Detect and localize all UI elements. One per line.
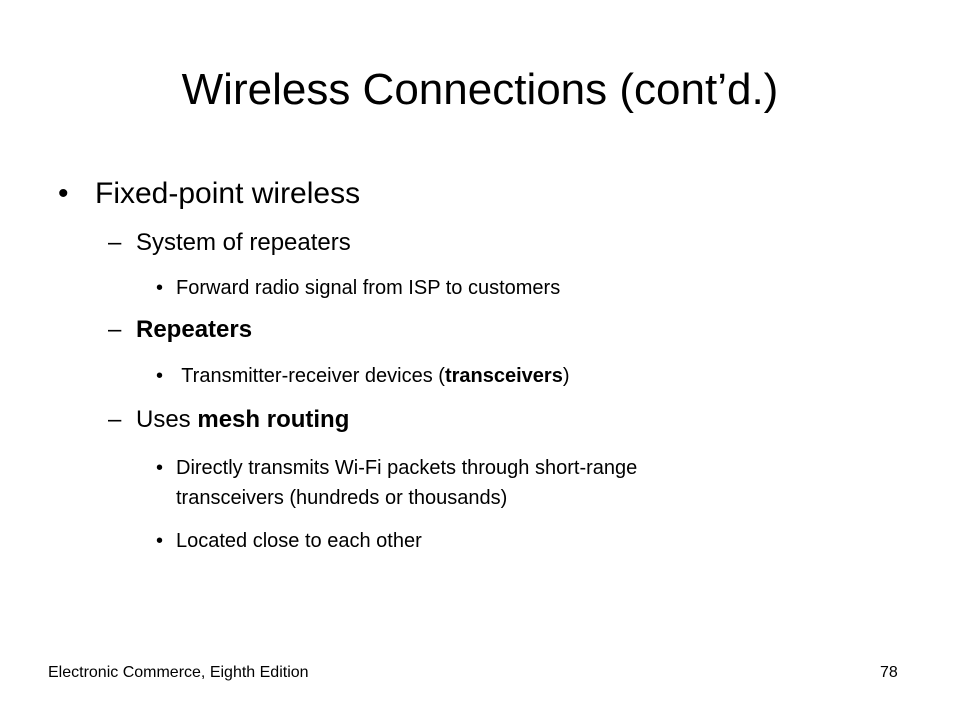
sub-item-text: Repeaters xyxy=(136,316,253,343)
text-regular: Transmitter-receiver devices ( xyxy=(176,365,445,387)
sub-sub-item-text-line1: Directly transmits Wi-Fi packets through… xyxy=(176,457,638,479)
bullet-marker: • xyxy=(156,530,164,552)
text-bold: transceivers xyxy=(444,365,563,387)
bullet-marker: • xyxy=(156,365,164,387)
dash-marker: – xyxy=(108,229,122,256)
dash-marker: – xyxy=(108,316,122,343)
text-bold: mesh routing xyxy=(197,406,350,433)
sub-sub-item-text-line2: transceivers (hundreds or thousands) xyxy=(176,487,508,509)
sub-sub-item-text: Transmitter-receiver devices (transceive… xyxy=(176,363,570,389)
bullet-text: Fixed-point wireless xyxy=(95,177,361,210)
text-regular: Uses xyxy=(136,406,198,433)
footer-page-number: 78 xyxy=(880,664,898,681)
sub-sub-item-text: Forward radio signal from ISP to custome… xyxy=(176,277,561,299)
footer-book-title: Electronic Commerce, Eighth Edition xyxy=(48,664,309,681)
bullet-marker: • xyxy=(156,457,164,479)
sub-item-text: System of repeaters xyxy=(136,229,351,256)
slide-title: Wireless Connections (cont’d.) xyxy=(181,65,779,114)
sub-sub-item-text: Located close to each other xyxy=(176,530,422,552)
sub-item-text: Uses mesh routing xyxy=(136,405,349,435)
bullet-marker: • xyxy=(58,177,69,210)
bullet-marker: • xyxy=(156,277,164,299)
dash-marker: – xyxy=(108,406,122,433)
text-regular: ) xyxy=(562,365,570,387)
